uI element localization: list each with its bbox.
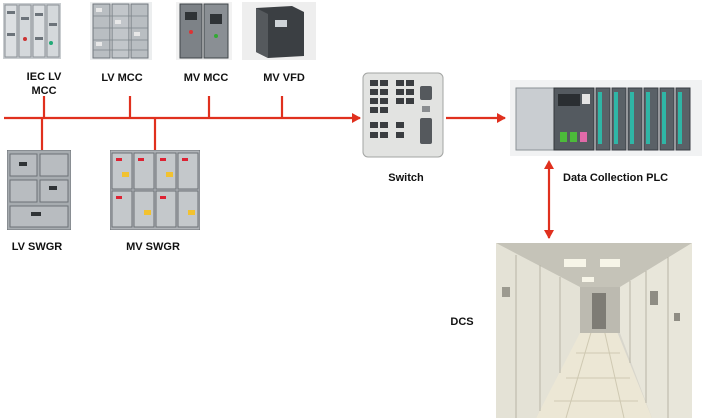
iec-lv-mcc-label: IEC LV MCC bbox=[18, 70, 70, 98]
lv-mcc-label: LV MCC bbox=[101, 72, 143, 84]
mv-mcc-label: MV MCC bbox=[183, 72, 229, 84]
lv-swgr-label: LV SWGR bbox=[11, 241, 63, 253]
mv-swgr-image bbox=[110, 150, 200, 230]
switch-label: Switch bbox=[388, 172, 424, 184]
mv-vfd-label: MV VFD bbox=[263, 72, 305, 84]
lv-mcc-image bbox=[90, 2, 152, 60]
plc-label: Data Collection PLC bbox=[563, 172, 669, 184]
mv-vfd-image bbox=[242, 2, 316, 60]
dcs-label: DCS bbox=[450, 316, 474, 328]
network-switch-image bbox=[362, 72, 444, 158]
iec-lv-mcc-label-line1: IEC LV bbox=[26, 71, 62, 83]
lv-swgr-image bbox=[7, 150, 71, 230]
mv-mcc-image bbox=[176, 2, 232, 60]
mv-swgr-label: MV SWGR bbox=[126, 241, 180, 253]
dcs-room-image bbox=[496, 243, 692, 418]
plc-image bbox=[510, 80, 702, 156]
iec-lv-mcc-label-line2: MCC bbox=[31, 85, 57, 97]
iec-lv-mcc-image bbox=[3, 3, 61, 59]
